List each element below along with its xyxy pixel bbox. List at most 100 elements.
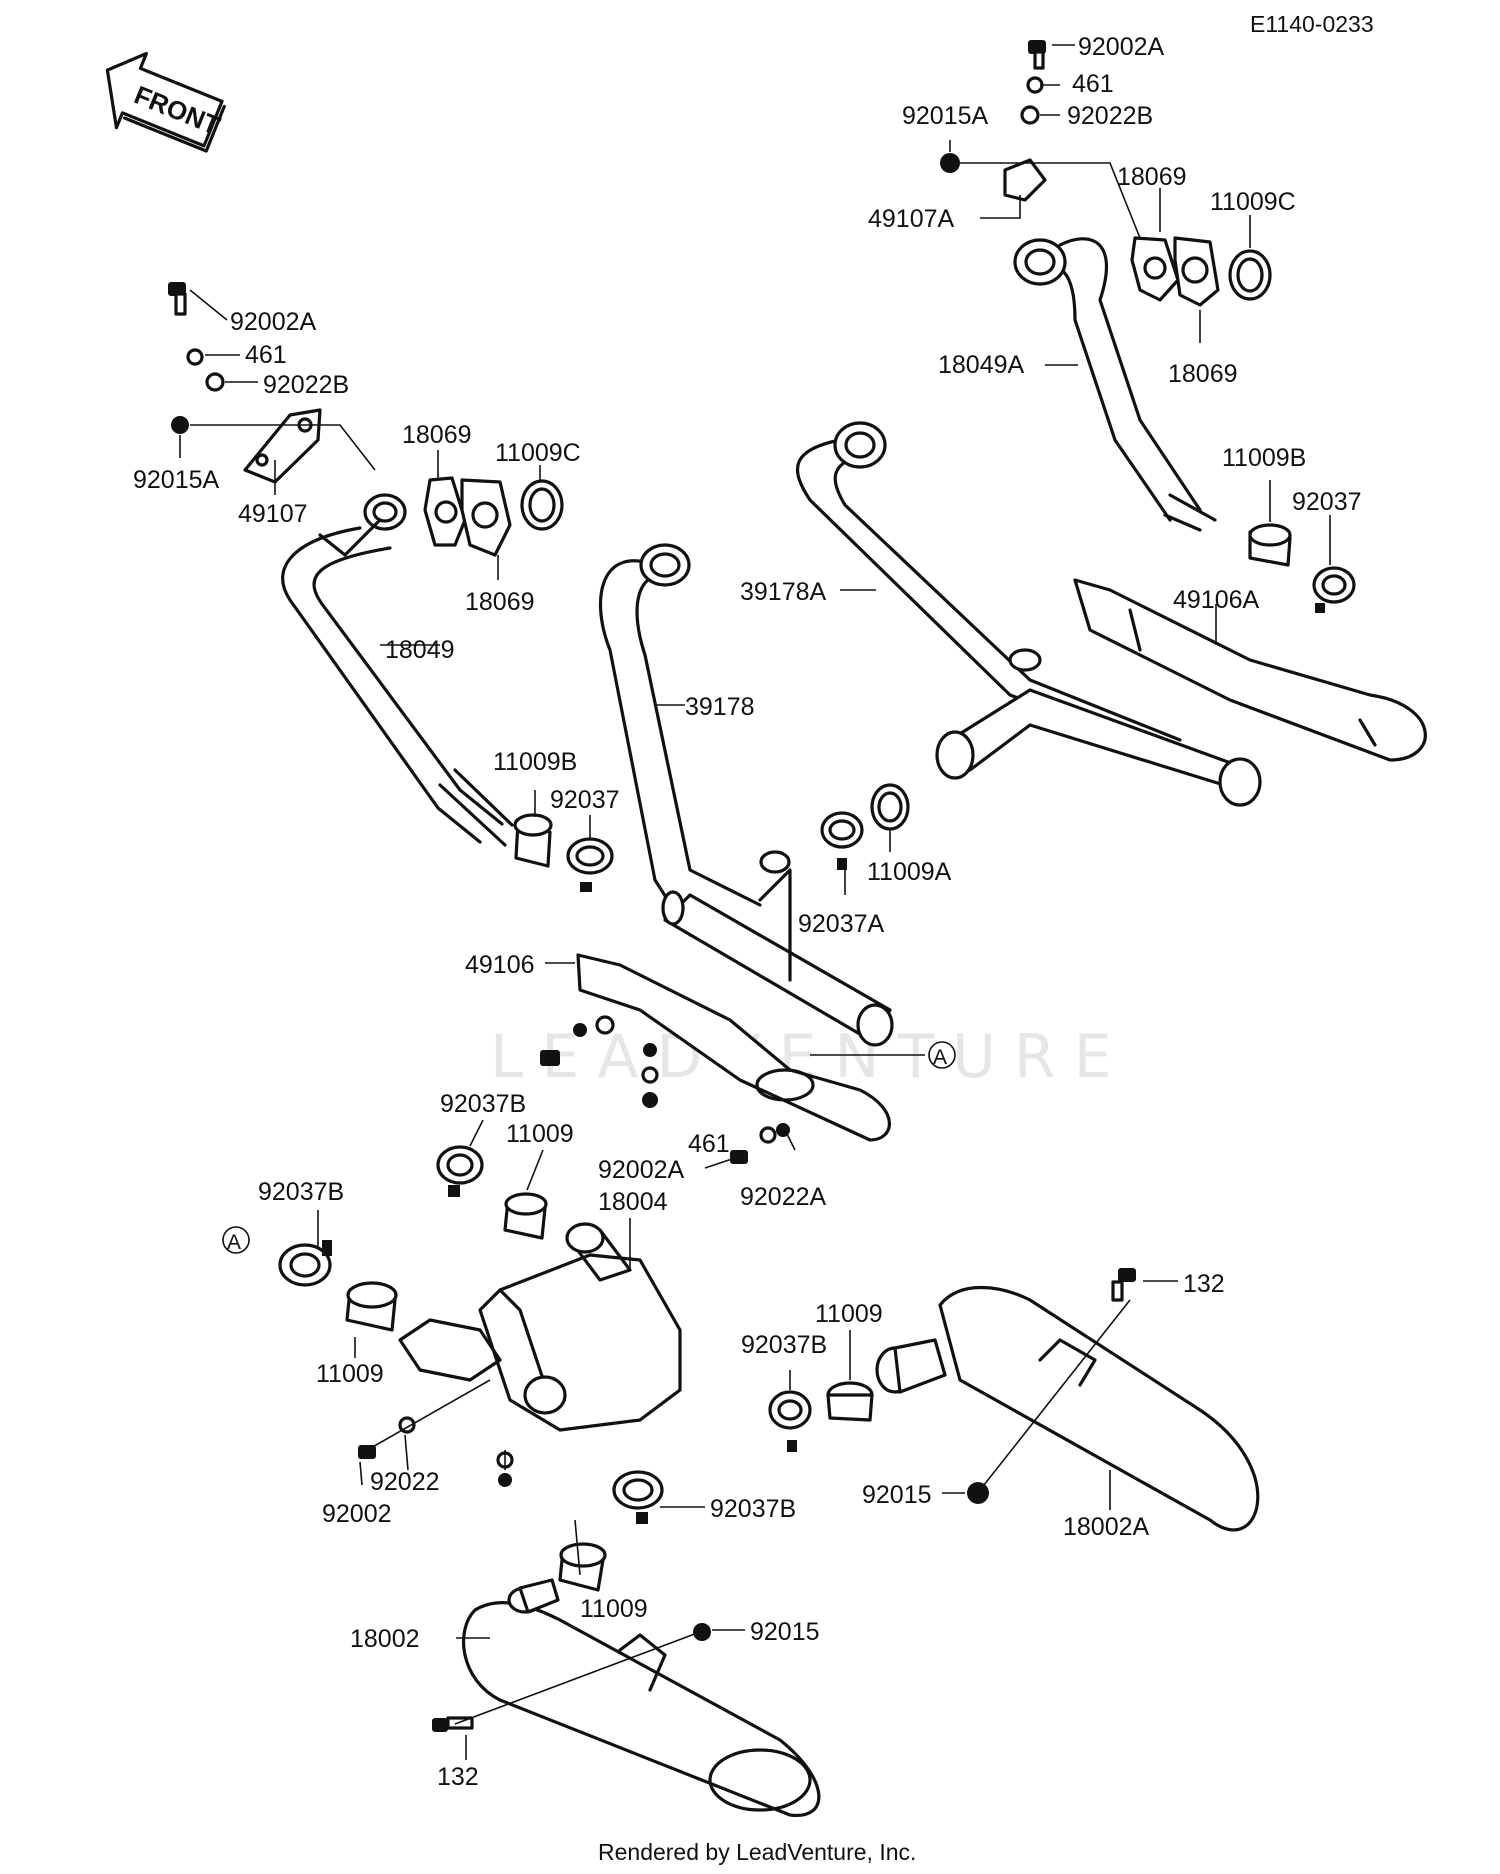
nut-92015-right [967, 1482, 989, 1504]
callout: 92022B [263, 371, 349, 399]
callout: 92002A [598, 1156, 685, 1184]
callout: 11009B [493, 748, 577, 776]
callout: 11009 [815, 1300, 883, 1328]
sleeve-11009A [870, 783, 910, 831]
callout: 11009C [495, 439, 581, 467]
clamp-92037B-bottom [612, 1470, 664, 1524]
clamp-92037A [820, 811, 864, 870]
callout: 39178A [740, 578, 827, 606]
bracket-49107A [1003, 158, 1047, 202]
callout: 92015A [902, 102, 989, 130]
washer-92022B-right [1020, 105, 1040, 125]
callout: 11009 [506, 1120, 574, 1148]
sleeve-11009B-right [1248, 523, 1292, 567]
callout: 132 [1183, 1270, 1225, 1298]
bolt-92002A-right [1028, 40, 1046, 70]
callout: 39178 [685, 693, 755, 721]
callout: 92015 [862, 1481, 932, 1509]
pipe-39178A [795, 421, 1262, 807]
bolt-132-right [1111, 1268, 1136, 1302]
sleeve-11009-left [345, 1281, 398, 1332]
nut-92015A-right [940, 153, 960, 173]
callout: 92037B [710, 1495, 796, 1523]
diagram-code: E1140-0233 [1250, 11, 1374, 37]
clamp-92037-right [1312, 566, 1356, 613]
callout: 132 [437, 1763, 479, 1791]
lock-washer-461-right [1026, 76, 1044, 94]
sleeve-11009-bottom [558, 1542, 607, 1592]
bolt-92002A-left [168, 282, 187, 316]
callout: 92022A [740, 1183, 827, 1211]
svg-text:A: A [933, 1046, 947, 1069]
callout: 18049 [385, 636, 455, 664]
callout: 92002A [1078, 33, 1165, 61]
inlet-18002A [875, 1338, 947, 1394]
callout: 92002A [230, 308, 317, 336]
gasket-18069-right-a [1130, 236, 1180, 302]
callout: 461 [688, 1130, 730, 1158]
svg-text:A: A [227, 1231, 241, 1254]
callout: 18069 [402, 421, 472, 449]
callout: 92022B [1067, 102, 1153, 130]
ring-11009C-left [520, 479, 564, 531]
gasket-18069-right-b [1173, 236, 1220, 307]
callout: 11009C [1210, 188, 1296, 216]
callout: 92002 [322, 1500, 392, 1528]
callout: 18069 [1168, 360, 1238, 388]
sleeve-11009-chamber-top [503, 1192, 548, 1240]
pipe-39178 [598, 543, 894, 1047]
callouts: 92002A 461 92022B 92015A 49107A 18069 11… [133, 33, 1362, 1791]
callout: 18069 [465, 588, 535, 616]
front-arrow-icon: FRONT [105, 51, 226, 153]
header-pipe-18049 [281, 493, 514, 847]
callout: 18069 [1117, 163, 1187, 191]
callout: 18004 [598, 1188, 668, 1216]
heat-shield-49106 [576, 953, 891, 1142]
callout: 11009A [867, 858, 952, 886]
footer-credit: Rendered by LeadVenture, Inc. [598, 1839, 916, 1865]
callout: 49106 [465, 951, 535, 979]
callout: 92022 [370, 1468, 440, 1496]
gasket-18069-left-b [460, 478, 512, 557]
inlet-18002 [507, 1578, 560, 1614]
heat-shield-49106A [1073, 578, 1427, 762]
nut-92015-bottom [693, 1623, 711, 1641]
callout: 18002A [1063, 1513, 1150, 1541]
callout: 49107 [238, 500, 308, 528]
chamber-18004 [398, 1222, 682, 1432]
callout: 11009B [1222, 444, 1306, 472]
callout: 11009 [316, 1360, 384, 1388]
clamp-92037-left [566, 837, 614, 892]
callout: 92037A [798, 910, 885, 938]
callout: 11009 [580, 1595, 648, 1623]
callout: 92037B [741, 1331, 827, 1359]
callout: 92037B [440, 1090, 526, 1118]
callout: 92015 [750, 1618, 820, 1646]
callout: 461 [1072, 70, 1114, 98]
callout: 92015A [133, 466, 220, 494]
clamp-92037B-left [278, 1240, 332, 1287]
callout: 18002 [350, 1625, 420, 1653]
callout: 18049A [938, 351, 1025, 379]
nut-92015A-left [171, 416, 189, 434]
callout: 49107A [868, 205, 955, 233]
callout: 92037 [1292, 488, 1362, 516]
bracket-49107 [243, 408, 322, 484]
reference-marker-a-right: A [928, 1041, 956, 1069]
callout: 461 [245, 341, 287, 369]
gasket-18069-left-a [423, 476, 467, 547]
hardware-49106 [540, 1015, 790, 1164]
muffler-18002A [938, 1286, 1260, 1532]
ring-11009C-right [1228, 249, 1272, 301]
lock-washer-461-left [186, 348, 204, 366]
callout: 92037 [550, 786, 620, 814]
clamp-92037B-right [768, 1390, 812, 1452]
washer-92022B-left [205, 372, 225, 392]
header-pipe-18049A [1013, 237, 1217, 532]
bolt-132-bottom [432, 1716, 474, 1732]
leader-lines [179, 44, 1331, 1760]
callout: 92037B [258, 1178, 344, 1206]
reference-marker-a-left: A [222, 1226, 250, 1254]
callout: 49106A [1173, 586, 1260, 614]
